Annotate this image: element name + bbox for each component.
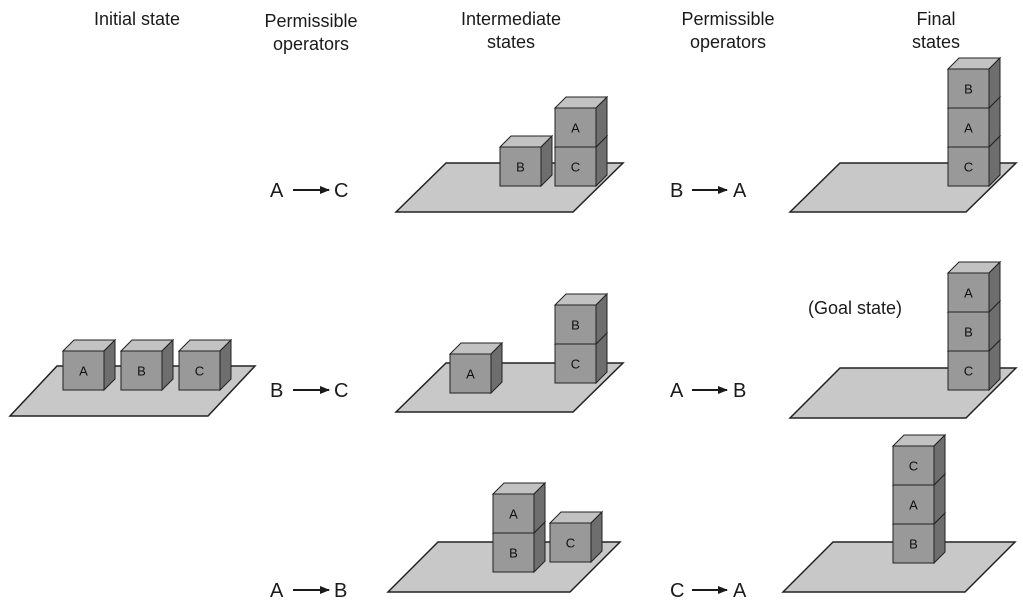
goal-state-label: (Goal state) [808, 298, 902, 318]
operator-row2-col1: B C [270, 380, 348, 402]
block-front-face [554, 304, 597, 345]
final-state-3: B A C [781, 433, 1017, 593]
operator-to: C [334, 380, 348, 402]
header-operators-2-line1: Permissible [681, 9, 774, 29]
block-a: A [448, 341, 504, 395]
block-b: B [498, 134, 554, 188]
header-operators-1-line1: Permissible [264, 11, 357, 31]
operator-row1-col1: A C [270, 180, 348, 202]
header-operators-1-line2: operators [273, 34, 349, 54]
block-front-face [549, 522, 592, 563]
block-label: A [466, 367, 475, 382]
final-state-2-goal: C B A [788, 260, 1018, 419]
operator-to: B [334, 580, 347, 602]
block-front-face [947, 146, 990, 187]
block-front-face [449, 353, 492, 394]
table-surface [781, 541, 1017, 593]
block-b: B [553, 292, 609, 346]
intermediate-state-1: B C A [394, 95, 625, 213]
operator-row2-col2: A B [670, 380, 746, 402]
block-b: B [946, 56, 1002, 110]
block-front-face [120, 350, 163, 391]
operator-to: A [733, 180, 747, 202]
operator-row3-col2: C A [670, 580, 747, 602]
block-label: A [909, 498, 918, 513]
block-label: B [137, 364, 146, 379]
final-state-1: C A B [788, 56, 1018, 213]
header-initial-state: Initial state [94, 9, 180, 29]
operator-to: B [733, 380, 746, 402]
block-label: C [909, 459, 918, 474]
operator-from: A [270, 180, 284, 202]
header-final-line2: states [912, 32, 960, 52]
operator-row1-col2: B A [670, 180, 747, 202]
operator-from: A [270, 580, 284, 602]
header-operators-2-line2: operators [690, 32, 766, 52]
operator-row3-col1: A B [270, 580, 347, 602]
header-final-line1: Final [916, 9, 955, 29]
block-a: A [61, 338, 117, 392]
block-front-face [554, 107, 597, 148]
block-c: C [548, 510, 604, 564]
block-front-face [554, 343, 597, 384]
block-label: B [964, 325, 973, 340]
operator-from: A [670, 380, 684, 402]
block-label: B [909, 537, 918, 552]
block-front-face [947, 68, 990, 109]
block-front-face [947, 107, 990, 148]
block-label: B [509, 546, 518, 561]
block-front-face [947, 272, 990, 313]
operator-from: B [670, 180, 683, 202]
block-label: B [516, 160, 525, 175]
initial-state-scene: A B C [8, 338, 257, 417]
block-b: B [119, 338, 175, 392]
intermediate-state-2: A C B [394, 292, 625, 413]
block-label: C [964, 364, 973, 379]
block-front-face [499, 146, 542, 187]
block-label: C [571, 357, 580, 372]
block-front-face [892, 484, 935, 525]
block-label: A [509, 507, 518, 522]
block-front-face [554, 146, 597, 187]
block-a: A [946, 260, 1002, 314]
intermediate-state-3: C B A [386, 481, 622, 593]
block-label: B [964, 82, 973, 97]
block-label: C [195, 364, 204, 379]
block-front-face [892, 523, 935, 564]
block-front-face [492, 493, 535, 534]
block-label: A [964, 286, 973, 301]
block-label: B [571, 318, 580, 333]
block-a: A [553, 95, 609, 149]
operator-to: C [334, 180, 348, 202]
block-label: A [79, 364, 88, 379]
operator-to: A [733, 580, 747, 602]
header-intermediate-line2: states [487, 32, 535, 52]
block-front-face [892, 445, 935, 486]
block-label: C [566, 536, 575, 551]
block-label: C [964, 160, 973, 175]
operator-from: C [670, 580, 684, 602]
block-a: A [491, 481, 547, 535]
block-c: C [177, 338, 233, 392]
operator-from: B [270, 380, 283, 402]
header-intermediate-line1: Intermediate [461, 9, 561, 29]
block-c: C [891, 433, 947, 487]
block-label: A [571, 121, 580, 136]
block-front-face [62, 350, 105, 391]
block-front-face [178, 350, 221, 391]
block-label: A [964, 121, 973, 136]
block-front-face [947, 311, 990, 352]
block-label: C [571, 160, 580, 175]
